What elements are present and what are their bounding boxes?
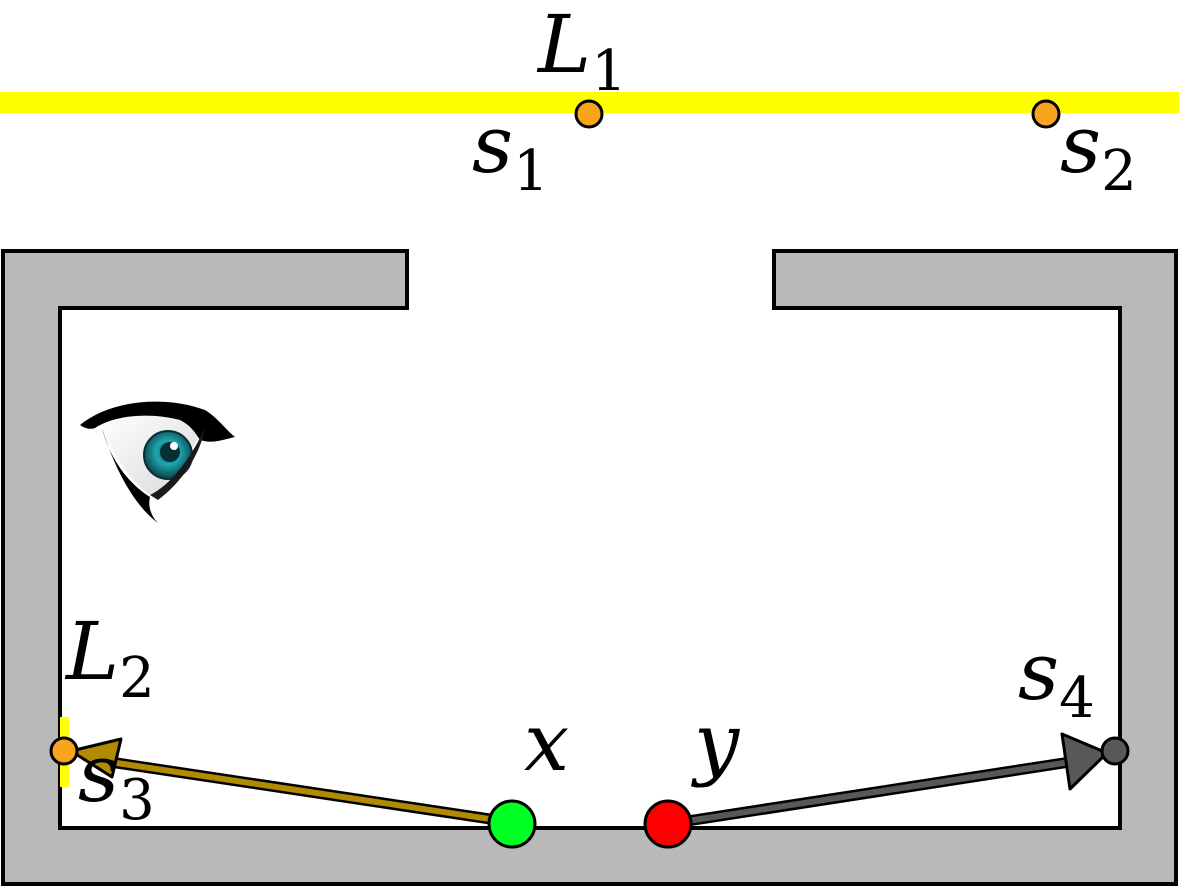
- label-l2-subscript: 2: [119, 646, 155, 711]
- arrow-x-to-s3: [69, 737, 516, 828]
- vertex-s3: [49, 736, 79, 766]
- label-s2: s2: [1060, 98, 1137, 204]
- room-wall: [1, 249, 1178, 886]
- label-s1: s1: [472, 98, 549, 204]
- label-s3-subscript: 3: [119, 768, 155, 833]
- label-y: y: [691, 696, 741, 789]
- label-s1-subscript: 1: [513, 139, 549, 204]
- arrow-y-to-s4: [662, 732, 1109, 830]
- label-l1-subscript: 1: [591, 39, 627, 104]
- vertex-s4: [1100, 736, 1130, 766]
- point-y: [643, 799, 693, 849]
- label-s2-subscript: 2: [1101, 139, 1137, 204]
- eye-icon: [80, 401, 235, 523]
- label-x: x: [524, 696, 569, 789]
- point-x: [487, 799, 537, 849]
- label-s4-subscript: 4: [1059, 666, 1095, 731]
- label-l2: L2: [64, 605, 155, 711]
- vertex-s1: [574, 99, 604, 129]
- label-s3: s3: [78, 727, 155, 833]
- vertex-s2: [1031, 99, 1061, 129]
- label-l1: L1: [536, 0, 627, 104]
- label-s4: s4: [1018, 625, 1095, 731]
